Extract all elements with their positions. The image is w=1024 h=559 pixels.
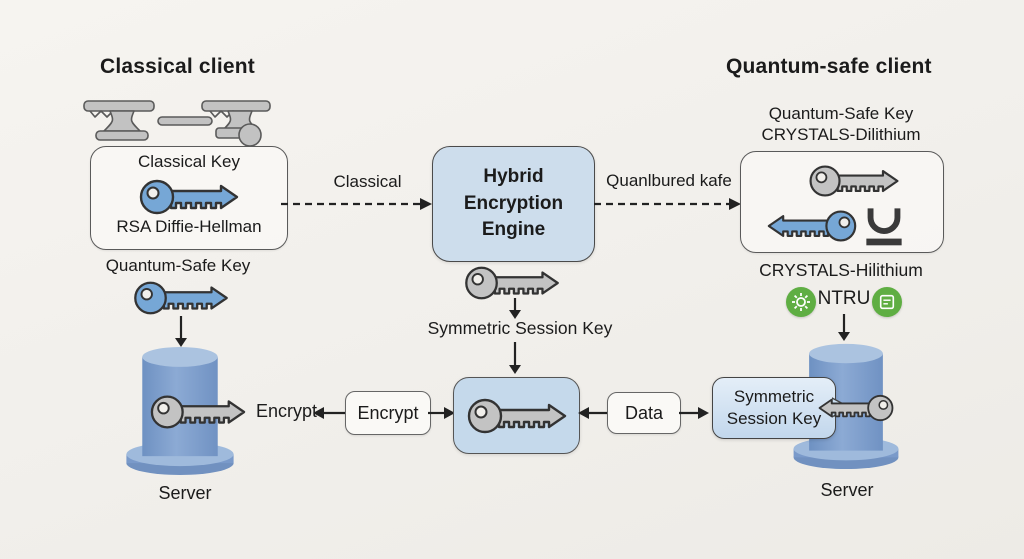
quantum-link-label: Quanlbured kafe	[606, 171, 732, 190]
session-key-label: Symmetric Session Key	[427, 318, 613, 338]
left-arrow	[578, 407, 607, 419]
horseshoe-icon	[866, 208, 902, 246]
right-client-title: Quantum-safe client	[726, 55, 932, 78]
left-client-title: Classical client	[100, 55, 255, 78]
classical-link-label: Classical	[333, 172, 402, 191]
session-key-box	[453, 377, 580, 454]
certificate-badge-icon	[872, 287, 902, 317]
down-arrow	[175, 316, 187, 347]
classical-key-label: Classical Key	[137, 152, 241, 171]
right-arrow	[428, 407, 455, 419]
left-quantum-safe-key-label: Quantum-Safe Key	[105, 256, 251, 275]
symmetric-session-key-box: Symmetric Session Key	[712, 377, 836, 439]
data-box: Data	[607, 392, 681, 434]
down-arrow	[509, 342, 521, 374]
right-caption-line1: Quantum-Safe Key	[768, 104, 914, 123]
quantum-safe-key-box	[740, 151, 944, 253]
rsa-dh-label: RSA Diffie-Hellman	[116, 217, 262, 236]
encrypt-caption: Encrypt	[256, 401, 318, 421]
gray-key-mirrored-icon	[818, 389, 894, 427]
down-arrow	[838, 314, 850, 341]
gear-badge-icon	[786, 287, 816, 317]
right-caption-line2: CRYSTALS-Dilithium	[761, 125, 921, 144]
right-server-label: Server	[820, 480, 874, 500]
left-server-label: Server	[158, 483, 212, 503]
gray-key-icon	[465, 395, 569, 437]
blue-key-mirrored-icon	[767, 207, 857, 245]
gray-key-icon	[803, 162, 905, 200]
hybrid-encryption-engine-box: Hybrid Encryption Engine	[432, 146, 595, 262]
blue-key-icon	[135, 176, 243, 218]
left-arrow	[313, 407, 346, 419]
gray-key-icon	[462, 263, 562, 303]
right-arrow	[679, 407, 709, 419]
abstract-key-handshake-icon	[83, 100, 271, 147]
dashed-arrow-classical	[281, 198, 432, 210]
dashed-arrow-quantum	[594, 198, 741, 210]
blue-key-icon	[133, 278, 229, 318]
gray-key-icon	[150, 391, 246, 433]
crystals-hilithium-label: CRYSTALS-Hilithium	[759, 260, 923, 280]
down-arrow	[509, 298, 521, 319]
ntru-label: NTRU	[817, 288, 871, 309]
encrypt-box: Encrypt	[345, 391, 431, 435]
classical-key-box: Classical Key RSA Diffie-Hellman	[90, 146, 288, 250]
